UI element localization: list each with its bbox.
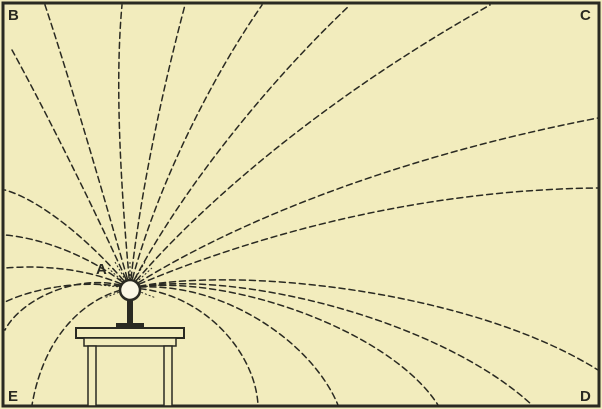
- field-line: [130, 280, 598, 370]
- sphere-label-a: A: [96, 262, 107, 277]
- table-top: [76, 328, 184, 338]
- corner-label-d: D: [580, 389, 591, 404]
- corner-label-e: E: [8, 389, 18, 404]
- corner-label-c: C: [580, 8, 591, 23]
- table-leg-left: [88, 346, 96, 406]
- field-line: [130, 5, 350, 288]
- table: [76, 328, 184, 406]
- charged-sphere: [120, 280, 140, 300]
- corner-label-b: B: [8, 8, 19, 23]
- field-line: [130, 5, 185, 288]
- table-apron: [84, 338, 176, 346]
- field-line: [45, 5, 130, 288]
- field-line: [130, 5, 490, 288]
- field-line: [130, 188, 598, 288]
- sphere-base: [116, 323, 144, 328]
- field-line: [119, 5, 130, 288]
- sphere-stem: [127, 300, 133, 324]
- table-leg-right: [164, 346, 172, 406]
- field-line: [130, 5, 262, 288]
- field-line: [130, 284, 532, 405]
- field-line: [130, 118, 598, 288]
- field-line: [5, 283, 130, 330]
